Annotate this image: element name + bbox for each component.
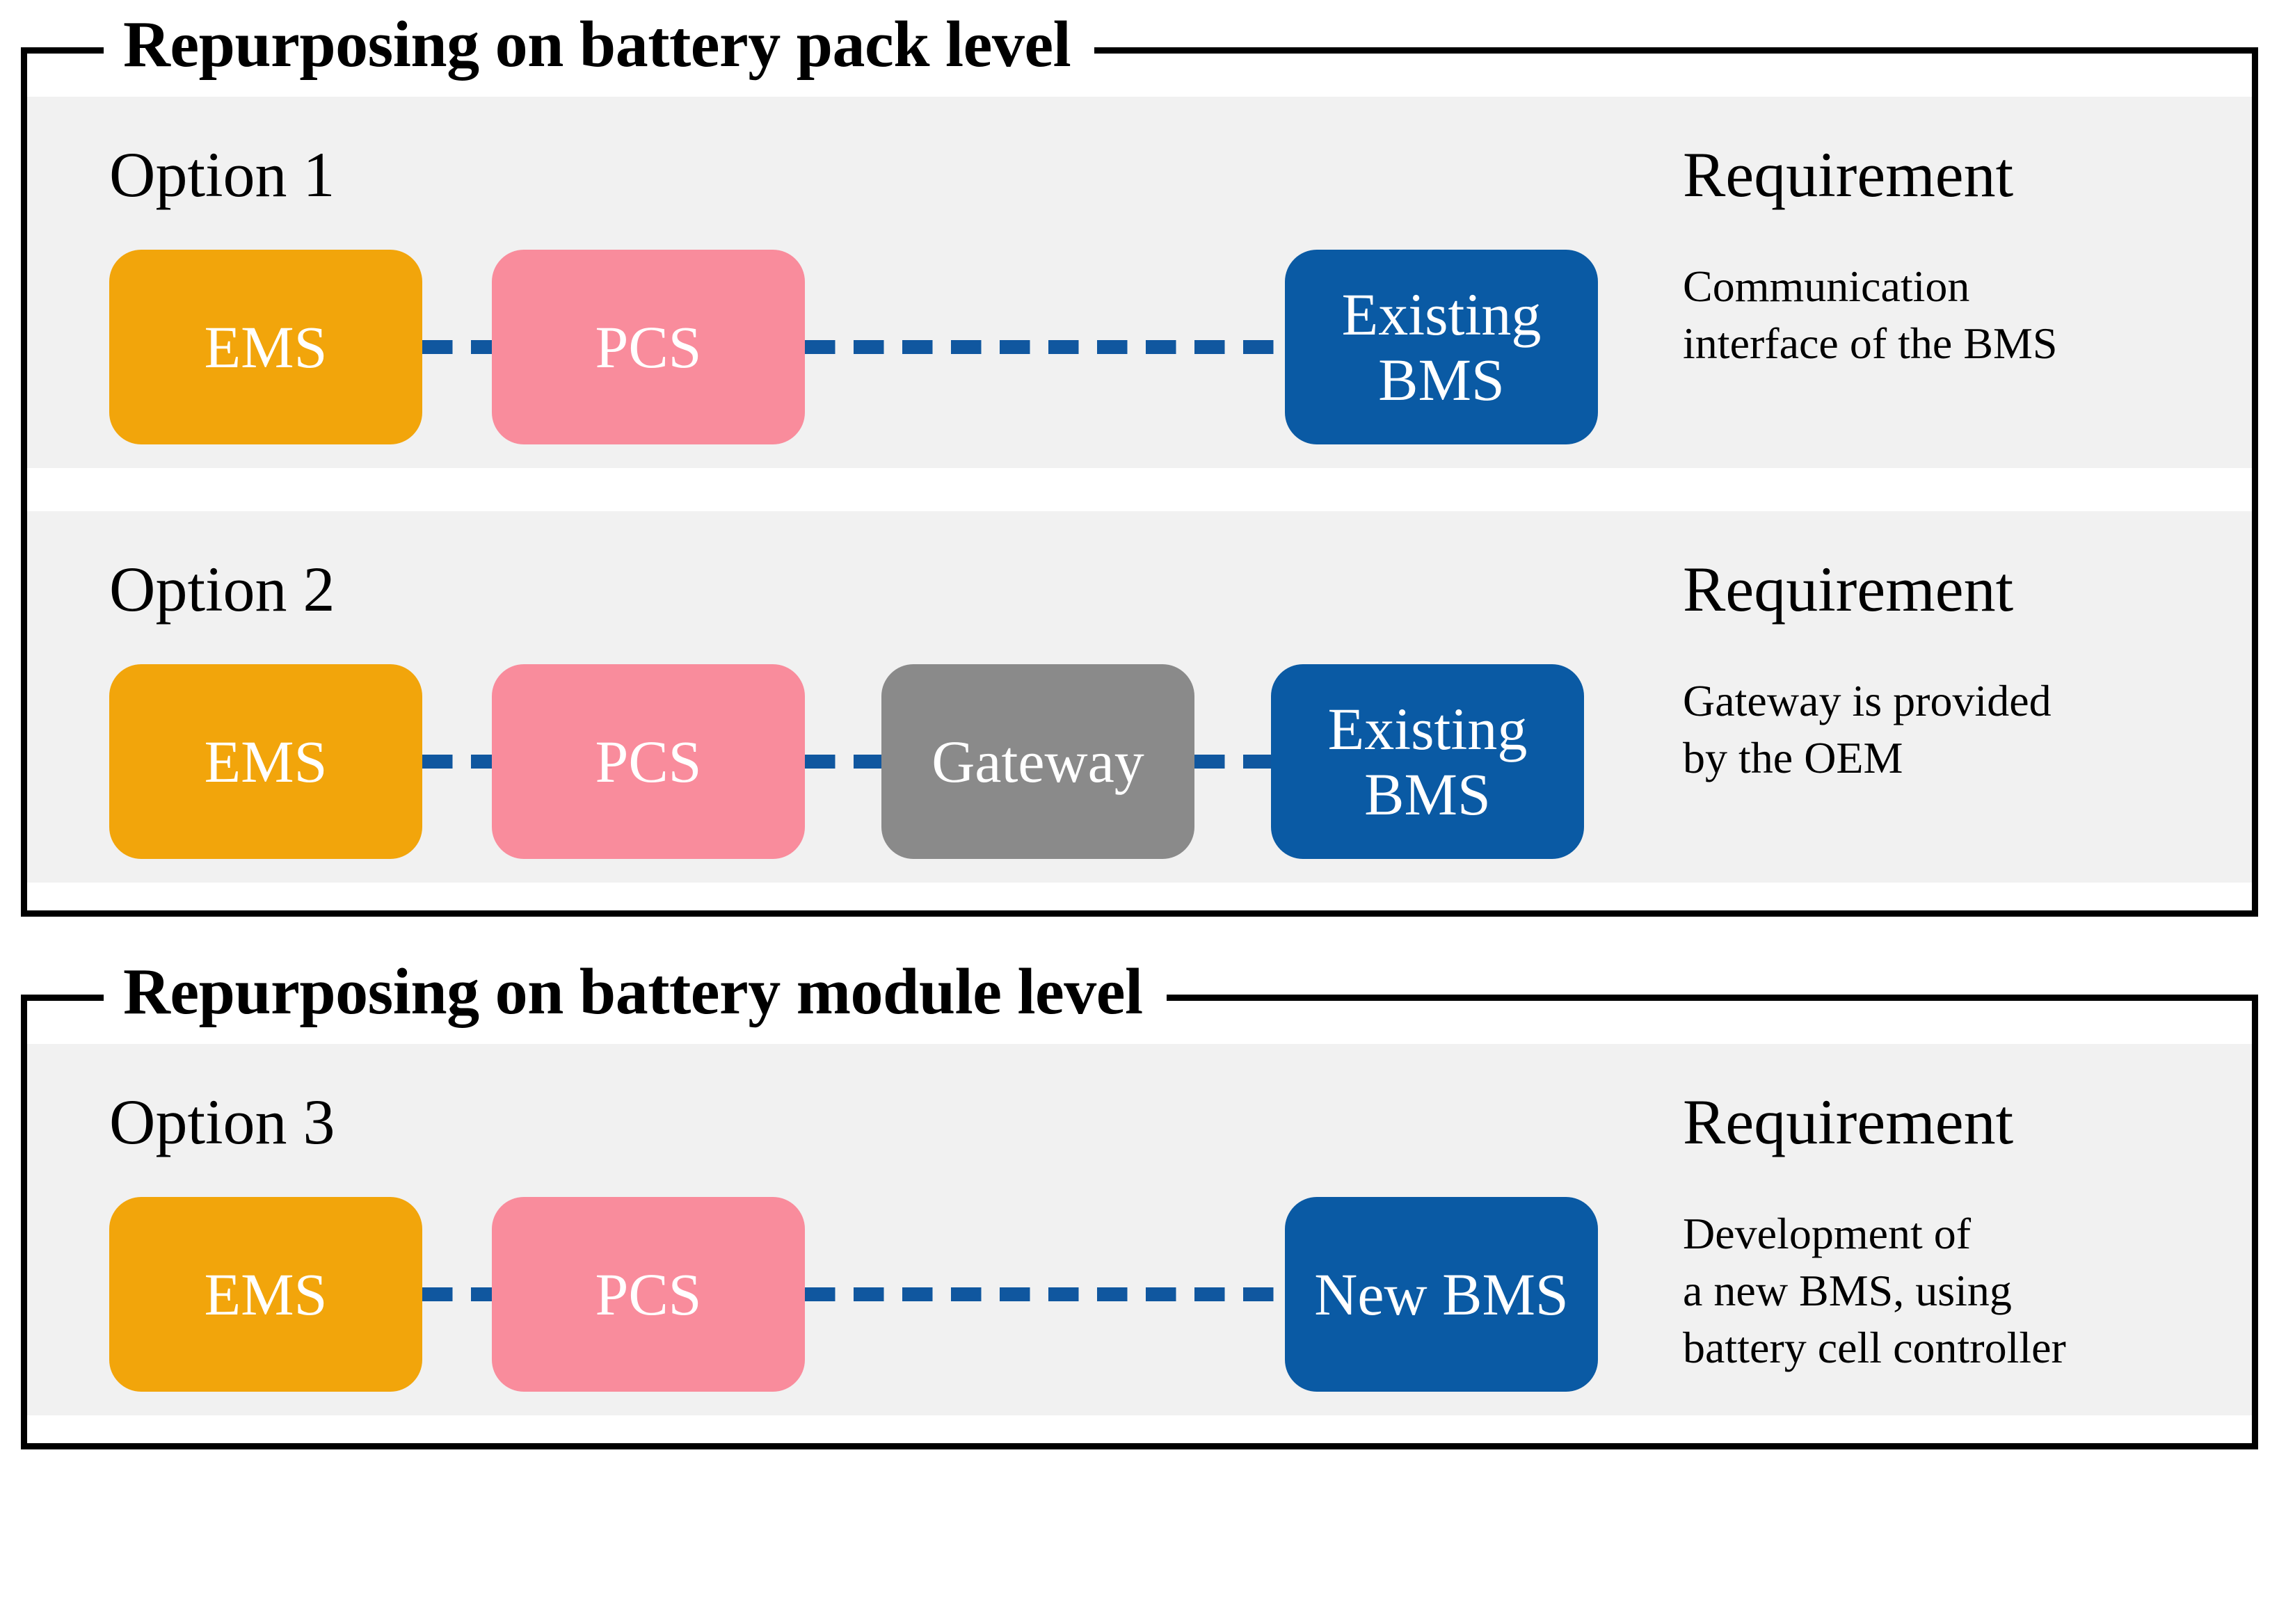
option-3-title: Option 3 xyxy=(109,1086,335,1157)
option-row-1: Option 1 EMS PCS Existing BMS xyxy=(27,97,2252,468)
frame-body-pack-level: Option 1 EMS PCS Existing BMS xyxy=(27,54,2252,910)
node-existing-bms-option-1[interactable]: Existing BMS xyxy=(1285,250,1598,444)
node-pcs-label-3: PCS xyxy=(595,1261,702,1328)
option-3-flow: EMS PCS New BMS xyxy=(109,1197,1683,1392)
node-pcs-option-2[interactable]: PCS xyxy=(492,664,805,859)
option-row-2: Option 2 EMS PCS Gateway xyxy=(27,511,2252,883)
node-existing-bms-label-2: Existing BMS xyxy=(1327,696,1528,828)
option-2-title: Option 2 xyxy=(109,554,335,625)
node-ems-option-1[interactable]: EMS xyxy=(109,250,422,444)
link-pcs-bms-option-3 xyxy=(805,1287,1285,1301)
link-ems-pcs-option-1 xyxy=(422,340,492,354)
node-existing-bms-option-2[interactable]: Existing BMS xyxy=(1271,664,1584,859)
node-gateway-label-2: Gateway xyxy=(931,728,1144,795)
node-ems-label-3: EMS xyxy=(204,1261,328,1328)
frame-body-module-level: Option 3 EMS PCS New BMS xyxy=(27,1001,2252,1443)
node-gateway-option-2[interactable]: Gateway xyxy=(881,664,1194,859)
option-3-diagram-column: Option 3 EMS PCS New BMS xyxy=(27,1068,1683,1392)
node-ems-label-1: EMS xyxy=(204,314,328,380)
option-2-requirement-column: Requirement Gateway is provided by the O… xyxy=(1683,535,2252,859)
link-pcs-gateway-option-2 xyxy=(805,755,881,769)
requirement-text-2: Gateway is provided by the OEM xyxy=(1683,676,2052,782)
link-pcs-bms-option-1 xyxy=(805,340,1285,354)
requirement-title-3: Requirement xyxy=(1683,1086,2014,1157)
node-ems-option-2[interactable]: EMS xyxy=(109,664,422,859)
option-1-diagram-column: Option 1 EMS PCS Existing BMS xyxy=(27,120,1683,444)
requirement-title-1: Requirement xyxy=(1683,139,2014,210)
option-2-diagram-column: Option 2 EMS PCS Gateway xyxy=(27,535,1683,859)
node-pcs-label-1: PCS xyxy=(595,314,702,380)
node-existing-bms-label-1: Existing BMS xyxy=(1341,281,1542,413)
node-pcs-option-1[interactable]: PCS xyxy=(492,250,805,444)
node-ems-option-3[interactable]: EMS xyxy=(109,1197,422,1392)
frame-title-pack-level: Repurposing on battery pack level xyxy=(104,6,1095,83)
requirement-title-2: Requirement xyxy=(1683,554,2014,625)
option-1-title: Option 1 xyxy=(109,139,335,210)
node-pcs-option-3[interactable]: PCS xyxy=(492,1197,805,1392)
frame-module-level: Repurposing on battery module level Opti… xyxy=(21,954,2258,1449)
option-row-3: Option 3 EMS PCS New BMS xyxy=(27,1044,2252,1415)
node-new-bms-label-3: New BMS xyxy=(1314,1261,1569,1328)
node-new-bms-option-3[interactable]: New BMS xyxy=(1285,1197,1598,1392)
link-ems-pcs-option-2 xyxy=(422,755,492,769)
option-2-flow: EMS PCS Gateway Existing BMS xyxy=(109,664,1683,859)
node-ems-label-2: EMS xyxy=(204,728,328,795)
option-3-requirement-column: Requirement Development of a new BMS, us… xyxy=(1683,1068,2252,1392)
requirement-text-3: Development of a new BMS, using battery … xyxy=(1683,1209,2066,1372)
option-1-requirement-column: Requirement Communication interface of t… xyxy=(1683,120,2252,444)
option-1-flow: EMS PCS Existing BMS xyxy=(109,250,1683,444)
node-pcs-label-2: PCS xyxy=(595,728,702,795)
frame-pack-level: Repurposing on battery pack level Option… xyxy=(21,6,2258,917)
link-ems-pcs-option-3 xyxy=(422,1287,492,1301)
link-gateway-bms-option-2 xyxy=(1194,755,1271,769)
requirement-text-1: Communication interface of the BMS xyxy=(1683,262,2058,368)
frame-title-module-level: Repurposing on battery module level xyxy=(104,954,1167,1030)
